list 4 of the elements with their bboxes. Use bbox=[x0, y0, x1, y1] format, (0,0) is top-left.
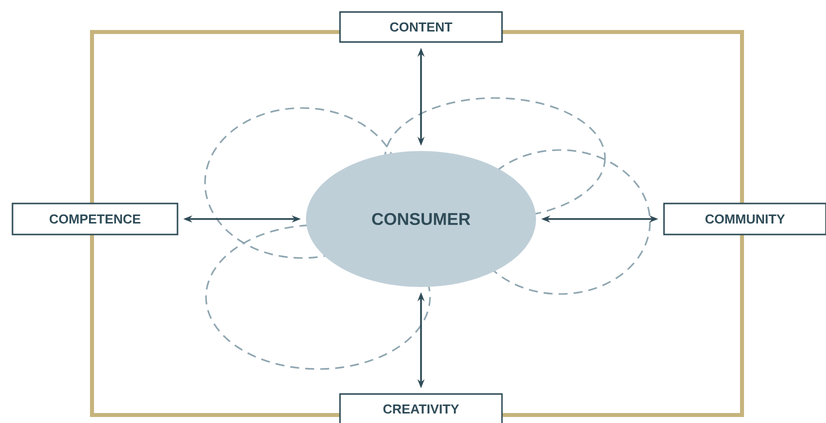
label-box: COMPETENCE bbox=[12, 202, 178, 236]
label-box: COMMUNITY bbox=[663, 202, 826, 236]
label-box: CONTENT bbox=[339, 11, 503, 43]
label-box: CREATIVITY bbox=[339, 393, 503, 423]
